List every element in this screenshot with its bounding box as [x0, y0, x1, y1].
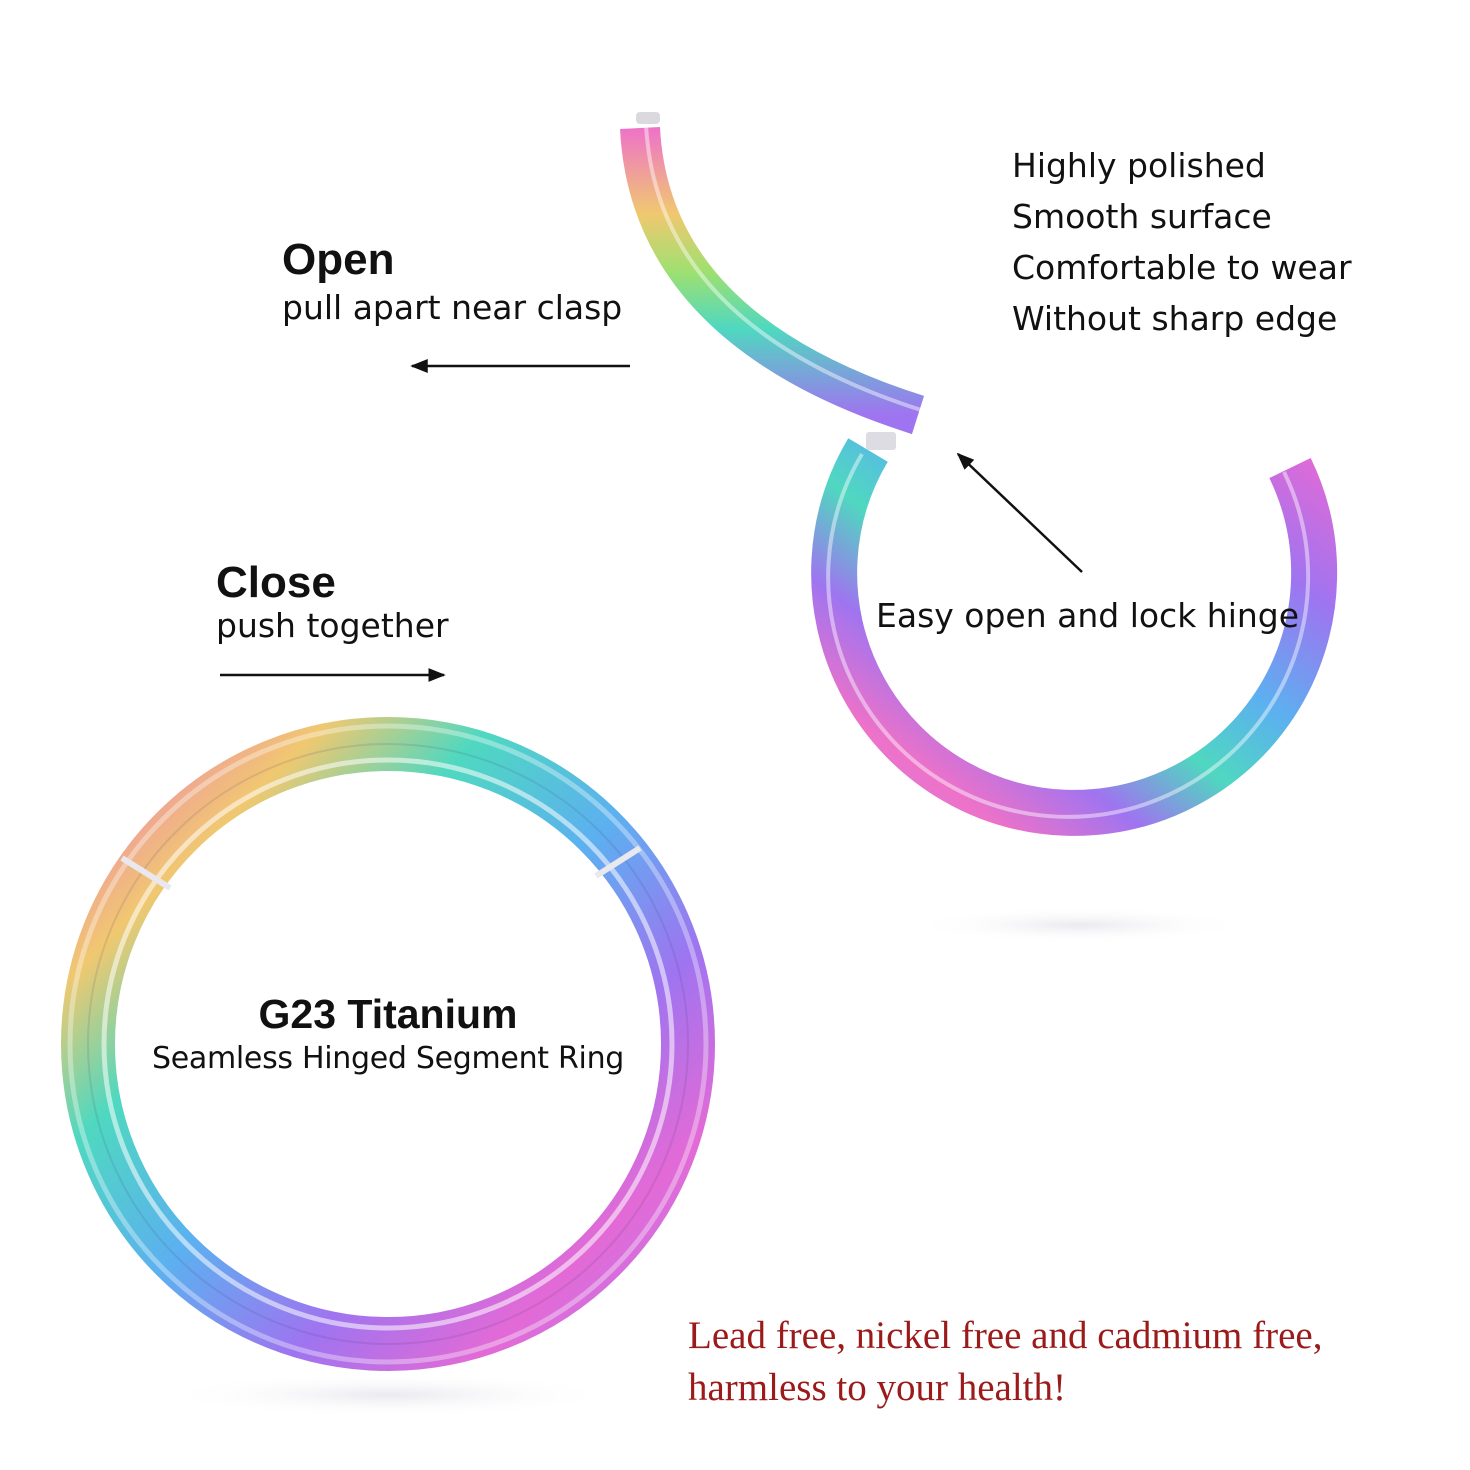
health-note-line1: Lead free, nickel free and cadmium free,: [688, 1314, 1323, 1357]
open-heading: Open: [282, 235, 395, 284]
close-heading: Close: [216, 558, 336, 607]
hinge-callout: Easy open and lock hinge: [876, 596, 1300, 635]
open-instruction: pull apart near clasp: [282, 288, 623, 327]
health-note-line2: harmless to your health!: [688, 1366, 1066, 1409]
closed-ring-shadow: [160, 1373, 620, 1417]
close-instruction: push together: [216, 606, 449, 645]
clasp-pin: [636, 112, 660, 124]
product-title: G23 Titanium: [258, 991, 518, 1037]
open-hinged-ring: [620, 112, 1338, 836]
open-ring-shadow: [910, 907, 1250, 943]
feature-item: Without sharp edge: [1012, 299, 1338, 338]
hinge-joint: [866, 432, 896, 450]
product-subtitle: Seamless Hinged Segment Ring: [151, 1041, 625, 1076]
feature-item: Comfortable to wear: [1012, 248, 1352, 287]
product-title-block: G23 Titanium Seamless Hinged Segment Rin…: [148, 988, 628, 1078]
segment-seam-left: [120, 855, 172, 891]
health-note: Lead free, nickel free and cadmium free,…: [688, 1310, 1322, 1414]
feature-list: Highly polished Smooth surface Comfortab…: [1012, 140, 1352, 344]
segment-seam-right: [594, 845, 642, 879]
closed-hinged-ring: [61, 717, 715, 1371]
arrow-up-left-icon: [956, 452, 1083, 573]
feature-item: Smooth surface: [1012, 197, 1272, 236]
open-hinge-segment: [620, 126, 925, 435]
feature-item: Highly polished: [1012, 146, 1266, 185]
